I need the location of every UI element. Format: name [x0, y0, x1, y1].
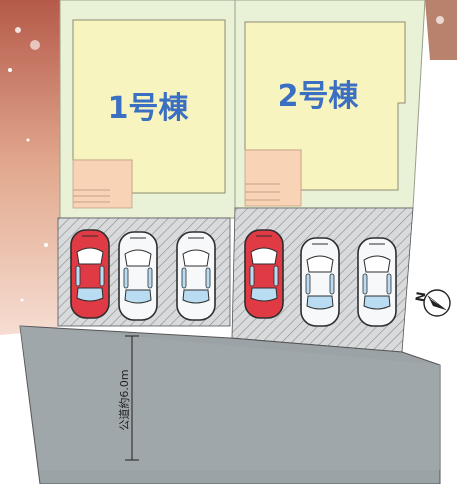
right-photo-background	[425, 0, 457, 60]
stairs-2	[244, 149, 302, 207]
car-white-lot-1-b	[176, 231, 216, 321]
car-red-lot-2	[244, 229, 284, 319]
car-white-lot-2-a	[300, 237, 340, 327]
left-photo-background	[0, 0, 70, 335]
building-1-label: 1号棟	[108, 91, 190, 126]
car-white-lot-2-b	[357, 237, 397, 327]
building-2-label: 2号棟	[278, 79, 360, 114]
road-shade	[20, 326, 440, 470]
sparkles	[8, 16, 444, 302]
car-white-lot-1-a	[118, 231, 158, 321]
stairs-1	[72, 159, 133, 209]
compass-north-label: N	[412, 291, 428, 303]
road-width-dimension	[125, 335, 139, 461]
north-compass	[423, 289, 451, 317]
road-width-label: 公道約6.0m	[117, 369, 131, 430]
car-red-lot-1	[70, 229, 110, 319]
